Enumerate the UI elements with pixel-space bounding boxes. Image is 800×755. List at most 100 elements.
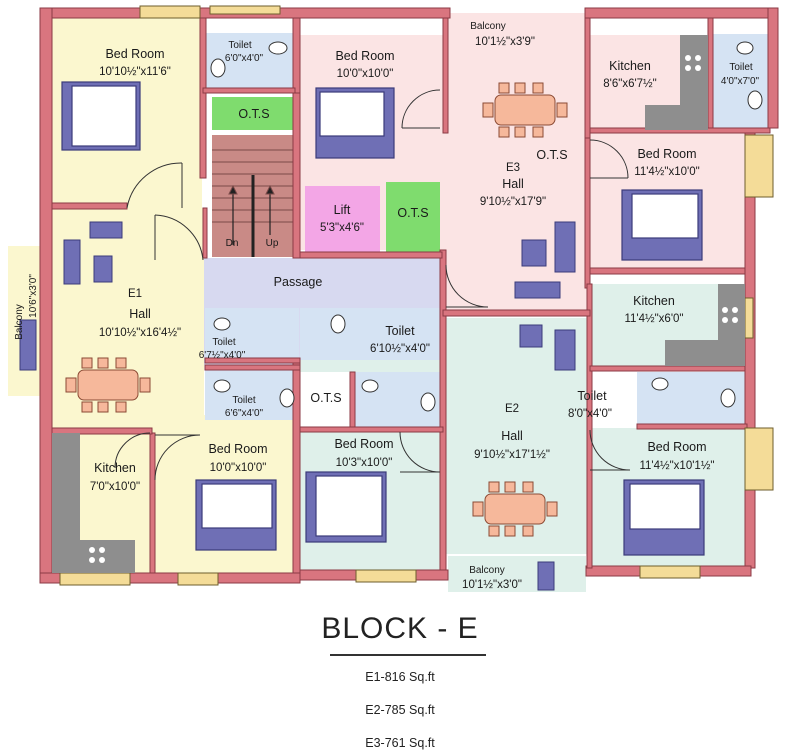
e1-toilet-top-dim: 6'0"x4'0" xyxy=(225,53,264,64)
toilet-low-left-dim: 6'6"x4'0" xyxy=(225,408,264,419)
bed-icon xyxy=(315,87,395,159)
e2-bedroom-b-name: Bed Room xyxy=(647,440,706,454)
room-labels: Bed Room 10'10½"x11'6" Toilet 6'0"x4'0" … xyxy=(14,21,760,591)
toilet-mid-left-area xyxy=(205,308,299,358)
title-underline xyxy=(330,654,486,656)
e1-toilet-top-name: Toilet xyxy=(228,40,252,51)
lift-area xyxy=(305,186,380,252)
e3-bedroom-a-name: Bed Room xyxy=(335,49,394,63)
e3-balcony-name: Balcony xyxy=(470,21,506,32)
e1-bedroom-b-name: Bed Room xyxy=(208,442,267,456)
door-swings xyxy=(114,89,631,481)
e1-hall-name: Hall xyxy=(129,307,151,321)
e1-balcony-name: Balcony xyxy=(14,304,25,340)
bed-icon xyxy=(623,479,705,556)
e3-kitchen-name: Kitchen xyxy=(609,59,651,73)
passage-label: Passage xyxy=(274,275,323,289)
e2-bedroom-a-name: Bed Room xyxy=(334,437,393,451)
stair-down-label: Dn xyxy=(226,238,239,249)
area-e1: E1-816 Sq.ft xyxy=(365,670,435,684)
e1-hall-dim: 10'10½"x16'4½" xyxy=(99,327,181,339)
lift-name: Lift xyxy=(334,203,351,217)
floor-plan: Bed Room 10'10½"x11'6" Toilet 6'0"x4'0" … xyxy=(8,5,779,592)
area-e2: E2-785 Sq.ft xyxy=(365,703,435,717)
e2-balcony-dim: 10'1½"x3'0" xyxy=(462,579,522,591)
toilet-mid-left-name: Toilet xyxy=(212,337,236,348)
e2-hall-name: Hall xyxy=(501,429,523,443)
e3-kitchen-dim: 8'6"x6'7½" xyxy=(603,78,656,90)
table-icon xyxy=(472,481,558,537)
wc-icon xyxy=(720,388,736,408)
e3-bedroom-b-name: Bed Room xyxy=(637,147,696,161)
kitchen-counters xyxy=(52,35,745,573)
e3-hall-dim: 9'10½"x17'9" xyxy=(480,196,546,208)
toilet-mid-left-dim: 6'7½"x4'0" xyxy=(199,350,246,361)
table-icon xyxy=(65,357,151,413)
toilet-fixtures xyxy=(210,41,763,412)
e2-unit-tag: E2 xyxy=(505,403,519,415)
e2-kitchen-name: Kitchen xyxy=(633,294,675,308)
ots-2-area xyxy=(386,182,440,252)
stair-up-label: Up xyxy=(266,238,279,249)
e2-toilet-name: Toilet xyxy=(577,389,607,403)
wc-icon xyxy=(736,41,754,55)
e1-bedroom-name: Bed Room xyxy=(105,47,164,61)
e2-kitchen-dim: 11'4½"x6'0" xyxy=(624,313,683,325)
wc-icon xyxy=(361,379,379,393)
table-icon xyxy=(482,82,568,138)
ots-1-area xyxy=(212,97,297,130)
wc-icon xyxy=(210,58,226,78)
e2-balcony-area xyxy=(448,556,586,592)
e3-bedroom-a-dim: 10'0"x10'0" xyxy=(337,68,394,80)
e2-toilet-dim: 8'0"x4'0" xyxy=(568,408,612,420)
e2-balcony-name: Balcony xyxy=(469,565,505,576)
passage-area xyxy=(204,258,442,310)
ots-2-label: O.T.S xyxy=(397,206,428,220)
wc-icon xyxy=(279,388,295,408)
bed-icon xyxy=(195,479,277,551)
e3-bedroom-b-dim: 11'4½"x10'0" xyxy=(634,166,699,178)
ots-4-label: O.T.S xyxy=(310,391,341,405)
bed-icon xyxy=(305,471,387,543)
stair-treads xyxy=(212,149,297,257)
e3-hall-name: Hall xyxy=(502,177,524,191)
lift-dim: 5'3"x4'6" xyxy=(320,222,364,234)
e3-balcony-dim: 10'1½"x3'9" xyxy=(475,36,535,48)
walls xyxy=(39,7,779,584)
e1-balcony-dim: 10'6"x3'0" xyxy=(28,274,39,318)
e1-kitchen-dim: 7'0"x10'0" xyxy=(90,481,140,493)
wc-icon xyxy=(420,392,436,412)
wc-icon xyxy=(213,379,231,393)
wc-icon xyxy=(330,314,346,334)
sofas xyxy=(19,221,576,591)
wc-icon xyxy=(651,377,669,391)
e1-kitchen-name: Kitchen xyxy=(94,461,136,475)
e2-bedroom-a-dim: 10'3"x10'0" xyxy=(336,457,393,469)
bed-icon xyxy=(61,81,141,151)
wc-icon xyxy=(747,90,763,110)
toilet-mid-right-name: Toilet xyxy=(385,324,415,338)
e1-bedroom-dim: 10'10½"x11'6" xyxy=(99,66,171,78)
ots-4-area xyxy=(300,372,355,427)
e2-hall-dim: 9'10½"x17'1½" xyxy=(474,449,550,461)
e3-toilet-dim: 4'0"x7'0" xyxy=(721,76,760,87)
e1-unit-tag: E1 xyxy=(128,288,142,300)
bed-icon xyxy=(621,189,703,261)
toilet-low-left-name: Toilet xyxy=(232,395,256,406)
area-e3: E3-761 Sq.ft xyxy=(365,736,435,750)
e3-toilet-name: Toilet xyxy=(729,62,753,73)
ots-3-label: O.T.S xyxy=(536,148,567,162)
e3-balcony-area xyxy=(446,13,586,50)
ots-1-label: O.T.S xyxy=(238,107,269,121)
e2-bedroom-b-dim: 11'4½"x10'1½" xyxy=(639,460,714,472)
stove-icons xyxy=(89,55,738,563)
e3-unit-tag: E3 xyxy=(506,162,520,174)
wc-icon xyxy=(268,41,288,55)
beds xyxy=(61,81,705,556)
dining-tables xyxy=(65,82,568,537)
e1-bedroom-b-dim: 10'0"x10'0" xyxy=(210,462,267,474)
wc-icon xyxy=(213,317,231,331)
toilet-mid-right-area xyxy=(300,308,440,360)
block-title: BLOCK - E xyxy=(321,612,479,645)
toilet-mid-right-dim: 6'10½"x4'0" xyxy=(370,343,430,355)
